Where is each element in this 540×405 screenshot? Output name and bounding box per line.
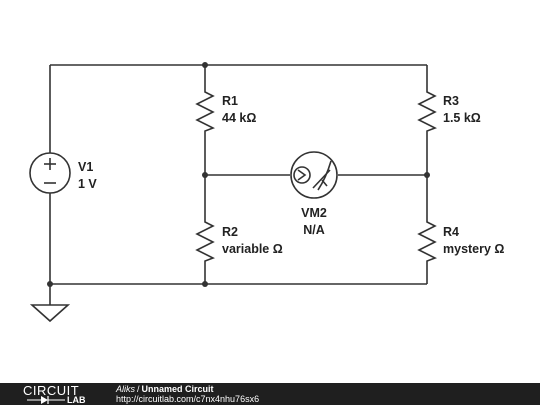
r2-name: R2	[222, 225, 238, 239]
v1-value: 1 V	[78, 177, 97, 191]
resistor-icon[interactable]	[195, 85, 215, 134]
footer-bar: CIRCUIT LAB Aliks/Unnamed Circuit http:/…	[0, 383, 540, 405]
logo-text-bottom: LAB	[67, 395, 86, 405]
diode-icon	[27, 396, 65, 404]
vm2-name: VM2	[301, 206, 327, 220]
r1-value: 44 kΩ	[222, 111, 256, 125]
wires	[49, 64, 428, 305]
title-separator: /	[137, 384, 140, 394]
r3-value: 1.5 kΩ	[443, 111, 481, 125]
junctions	[47, 62, 430, 287]
r4-value: mystery Ω	[443, 242, 504, 256]
v1-name: V1	[78, 160, 93, 174]
r3-name: R3	[443, 94, 459, 108]
circuit-url-link[interactable]: http://circuitlab.com/c7nx4nhu76sx6	[116, 394, 260, 404]
r1-name: R1	[222, 94, 238, 108]
vm2-value: N/A	[303, 223, 325, 237]
voltmeter-icon[interactable]	[290, 151, 338, 199]
resistor-icon[interactable]	[417, 215, 437, 264]
ground-icon	[29, 304, 71, 323]
circuit-schematic: V1 1 V R1 44 kΩ R2 variable Ω R3 1.5 kΩ …	[29, 62, 504, 323]
voltage-source-icon[interactable]	[29, 152, 71, 194]
r4-name: R4	[443, 225, 459, 239]
circuit-name: Unnamed Circuit	[141, 384, 214, 394]
resistor-icon[interactable]	[417, 85, 437, 134]
r2-value: variable Ω	[222, 242, 283, 256]
circuitlab-logo[interactable]: CIRCUIT LAB	[21, 383, 99, 405]
resistor-icon[interactable]	[195, 215, 215, 264]
circuit-title-line: Aliks/Unnamed Circuit	[116, 384, 214, 394]
logo-text-top: CIRCUIT	[23, 383, 80, 398]
author-link[interactable]: Aliks	[116, 384, 136, 394]
